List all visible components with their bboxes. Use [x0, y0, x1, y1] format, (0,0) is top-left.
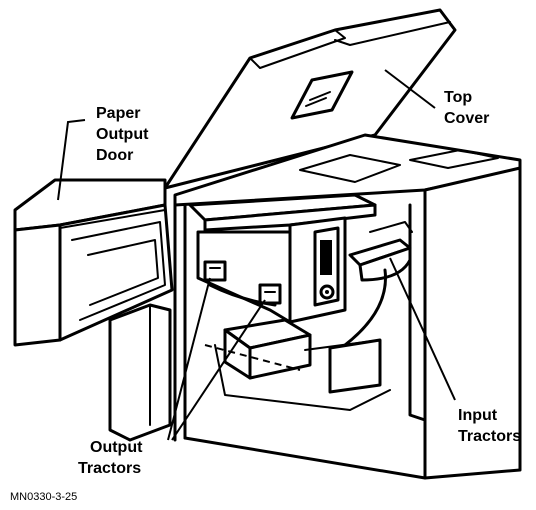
- leader-top-cover: [384, 69, 436, 109]
- label-input-tractors: Input Tractors: [458, 407, 521, 445]
- leader-paper-output-door: [57, 119, 86, 201]
- print-mechanism: [188, 193, 377, 324]
- top-cover: [163, 8, 457, 190]
- paper-output-door: [13, 178, 174, 442]
- leader-output-tractor-2: [171, 299, 266, 441]
- label-paper-output-door: Paper Output Door: [96, 105, 153, 164]
- paper-path-dashed: [204, 344, 301, 371]
- paper-box: [223, 318, 382, 394]
- leader-input-tractors: [389, 257, 456, 401]
- printer-cabinet: [173, 133, 522, 480]
- label-top-cover: Top Cover: [444, 89, 489, 127]
- input-tractor-mechanism: [343, 221, 413, 347]
- leader-output-tractor-1: [167, 277, 211, 441]
- label-output-tractors: Output Tractors: [78, 439, 147, 477]
- figure-id: MN0330-3-25: [10, 491, 77, 503]
